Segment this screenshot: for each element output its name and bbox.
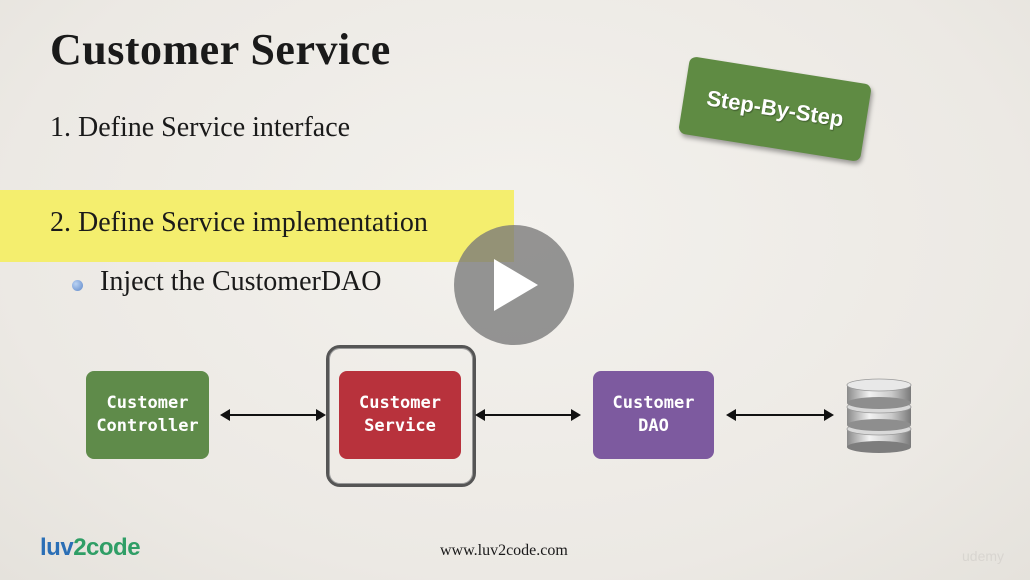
udemy-watermark: udemy	[962, 548, 1005, 564]
arrow-service-dao-icon	[475, 409, 581, 421]
highlight-bar	[0, 190, 514, 262]
bullet-icon	[72, 280, 83, 291]
step-by-step-stamp: Step-By-Step	[678, 56, 872, 162]
database-icon	[846, 378, 912, 453]
arrow-controller-service-icon	[220, 409, 326, 421]
list-item-2: 2. Define Service implementation	[50, 207, 428, 238]
customer-dao-box: Customer DAO	[593, 371, 714, 459]
footer-url: www.luv2code.com	[440, 542, 568, 559]
play-icon	[494, 259, 538, 311]
service-highlight-frame	[326, 345, 476, 487]
sub-list-item: Inject the CustomerDAO	[100, 266, 382, 297]
play-button[interactable]	[454, 225, 574, 345]
customer-controller-box: Customer Controller	[86, 371, 209, 459]
stamp-label: Step-By-Step	[704, 85, 846, 132]
arrow-dao-database-icon	[726, 409, 834, 421]
luv2code-logo: luv2code	[40, 534, 141, 561]
slide-title: Customer Service	[50, 25, 391, 74]
customer-service-box: Customer Service	[339, 371, 461, 459]
list-item-1: 1. Define Service interface	[50, 112, 351, 143]
